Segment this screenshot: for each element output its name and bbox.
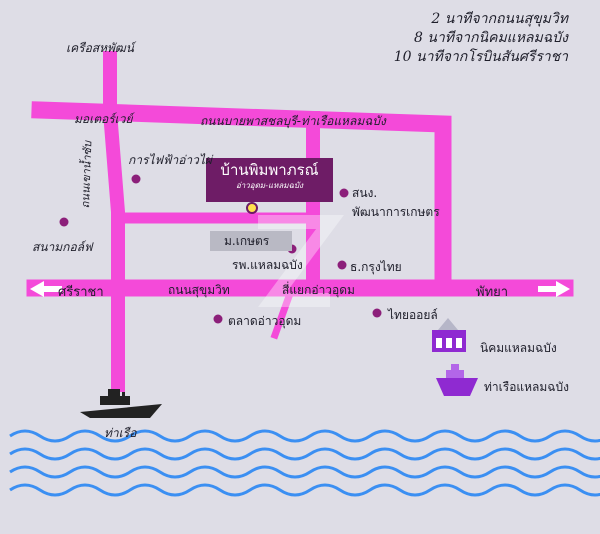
home-location-dot (246, 202, 258, 214)
poi-dot-market (213, 314, 223, 324)
sea-waves (9, 429, 600, 497)
wave-4 (9, 483, 600, 497)
watermark-z-icon (258, 215, 344, 307)
wave-2 (9, 447, 600, 461)
label-cruise: เครือสหพัฒน์ (66, 41, 134, 55)
cargo-ship-icon (436, 364, 478, 396)
info-line-3: 10 นาทีจากโรบินสันศรีราชา (393, 49, 568, 65)
label-market: ตลาดอ่าวอุดม (228, 314, 302, 328)
label-pier: ท่าเรือ (104, 426, 137, 440)
home-subtitle: อ่าวอุดม-แหลมฉบัง (236, 181, 303, 190)
label-power-plant: การไฟฟ้าอ่าวไผ่ (128, 153, 212, 167)
label-motorway: มอเตอร์เวย์ (74, 112, 133, 126)
info-line-2: 8 นาทีจากนิคมแหลมฉบัง (413, 30, 568, 46)
label-port: ท่าเรือแหลมฉบัง (484, 380, 569, 394)
poi-dot-krungthai (337, 260, 347, 270)
kasetsart-label: ม.เกษตร (210, 231, 292, 251)
arrow-left-icon (30, 281, 62, 297)
label-agri-dev: พัฒนาการเกษตร (352, 205, 440, 219)
label-sor-nor-kor: สนง. (352, 186, 378, 200)
poi-dot-sor-nor-kor (339, 188, 349, 198)
label-bypass-road: ถนนบายพาสชลบุรี-ท่าเรือแหลมฉบัง (200, 114, 386, 128)
info-line-1: 2 นาทีจากถนนสุขุมวิท (431, 11, 568, 27)
poi-dot-golf (59, 217, 69, 227)
home-title: บ้านพิมพาภรณ์ (220, 161, 319, 179)
label-krungthai: ธ.กรุงไทย (350, 260, 402, 274)
pier-ship-icon (80, 389, 162, 418)
label-golf: สนามกอล์ฟ (32, 240, 93, 254)
wave-1 (9, 429, 600, 443)
label-thai-oil: ไทยออยล์ (388, 308, 438, 322)
label-water-road: ถนนเขาน้ำซับ (78, 140, 95, 209)
bypass-road (31, 101, 452, 287)
khao-nam-sap-road (103, 51, 125, 392)
poi-dot-power-plant (131, 174, 141, 184)
wave-3 (9, 465, 600, 479)
label-hospital: รพ.แหลมฉบัง (232, 258, 303, 272)
label-intersection: สี่แยกอ่าวอุดม (282, 283, 355, 297)
arrow-right-icon (538, 281, 570, 297)
label-sriracha: ศรีราชา (58, 285, 104, 300)
poi-dot-thai-oil (372, 308, 382, 318)
label-estate: นิคมแหลมฉบัง (480, 341, 557, 355)
poi-markers (59, 174, 382, 324)
home-label-box: บ้านพิมพาภรณ์ อ่าวอุดม-แหลมฉบัง (206, 158, 333, 202)
market-spur (270, 283, 297, 340)
road-network (26, 51, 574, 392)
label-sukhumvit: ถนนสุขุมวิท (168, 283, 230, 297)
factory-icon (432, 318, 466, 352)
label-pattaya: พัทยา (476, 285, 509, 300)
